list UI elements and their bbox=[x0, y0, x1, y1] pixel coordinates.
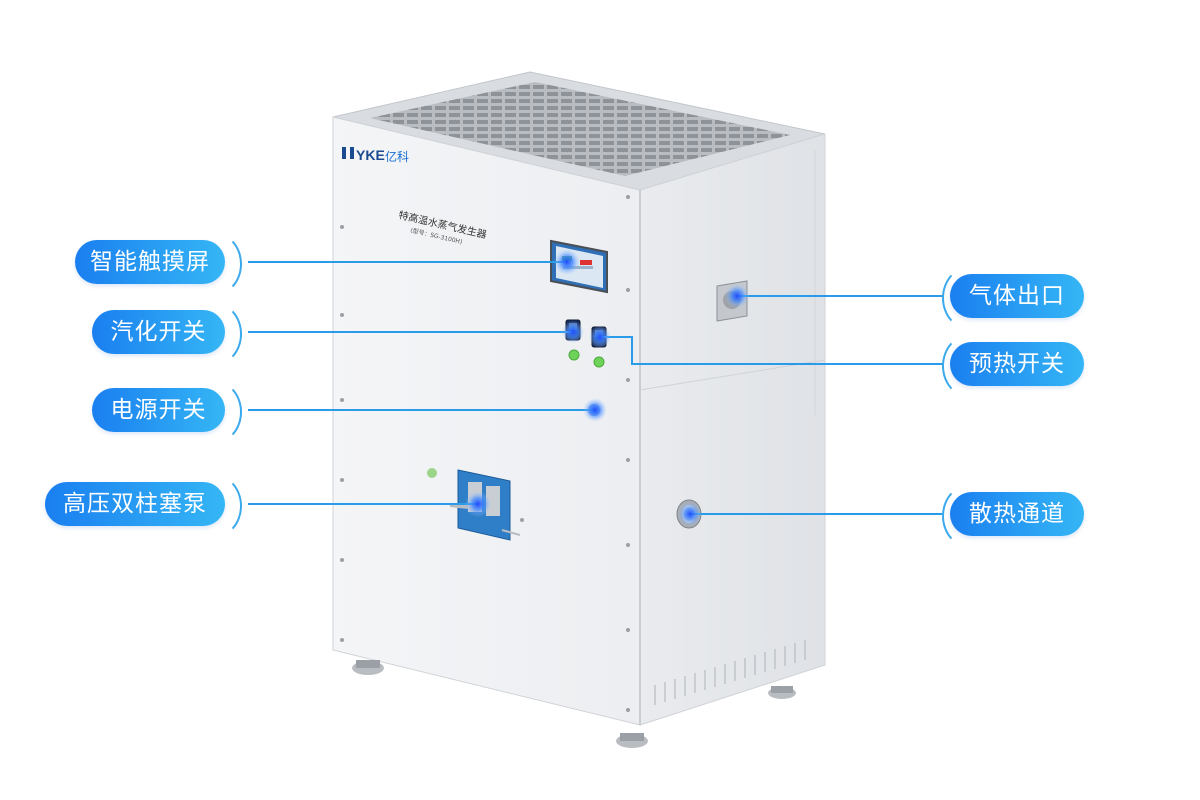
callout-arc bbox=[942, 266, 998, 330]
logo-cn: 亿科 bbox=[385, 149, 409, 164]
gas-outlet-label: 气体出口 bbox=[950, 274, 1084, 318]
logo bbox=[342, 147, 354, 159]
callout-arc bbox=[186, 232, 242, 296]
side-panel bbox=[639, 133, 826, 726]
logo-latin: YKE bbox=[356, 147, 385, 163]
callout-arc bbox=[186, 380, 242, 444]
side-louvers bbox=[654, 640, 806, 705]
callout-arc bbox=[942, 334, 998, 398]
pump-label: 高压双柱塞泵 bbox=[45, 482, 225, 526]
callout-arc bbox=[186, 474, 242, 538]
power-switch-label: 电源开关 bbox=[92, 388, 225, 432]
highlight-glows bbox=[465, 249, 749, 526]
indicator-light-2 bbox=[593, 356, 605, 368]
touchscreen-label: 智能触摸屏 bbox=[75, 240, 225, 284]
feet bbox=[352, 660, 796, 748]
leader-lines bbox=[248, 261, 944, 515]
preheat-switch-label: 预热开关 bbox=[950, 342, 1084, 386]
callout-arc bbox=[186, 302, 242, 366]
indicator-light-1 bbox=[568, 349, 580, 361]
callout-arc bbox=[942, 484, 998, 548]
vent-label: 散热通道 bbox=[950, 492, 1084, 536]
vaporize-switch-label: 汽化开关 bbox=[92, 310, 225, 354]
